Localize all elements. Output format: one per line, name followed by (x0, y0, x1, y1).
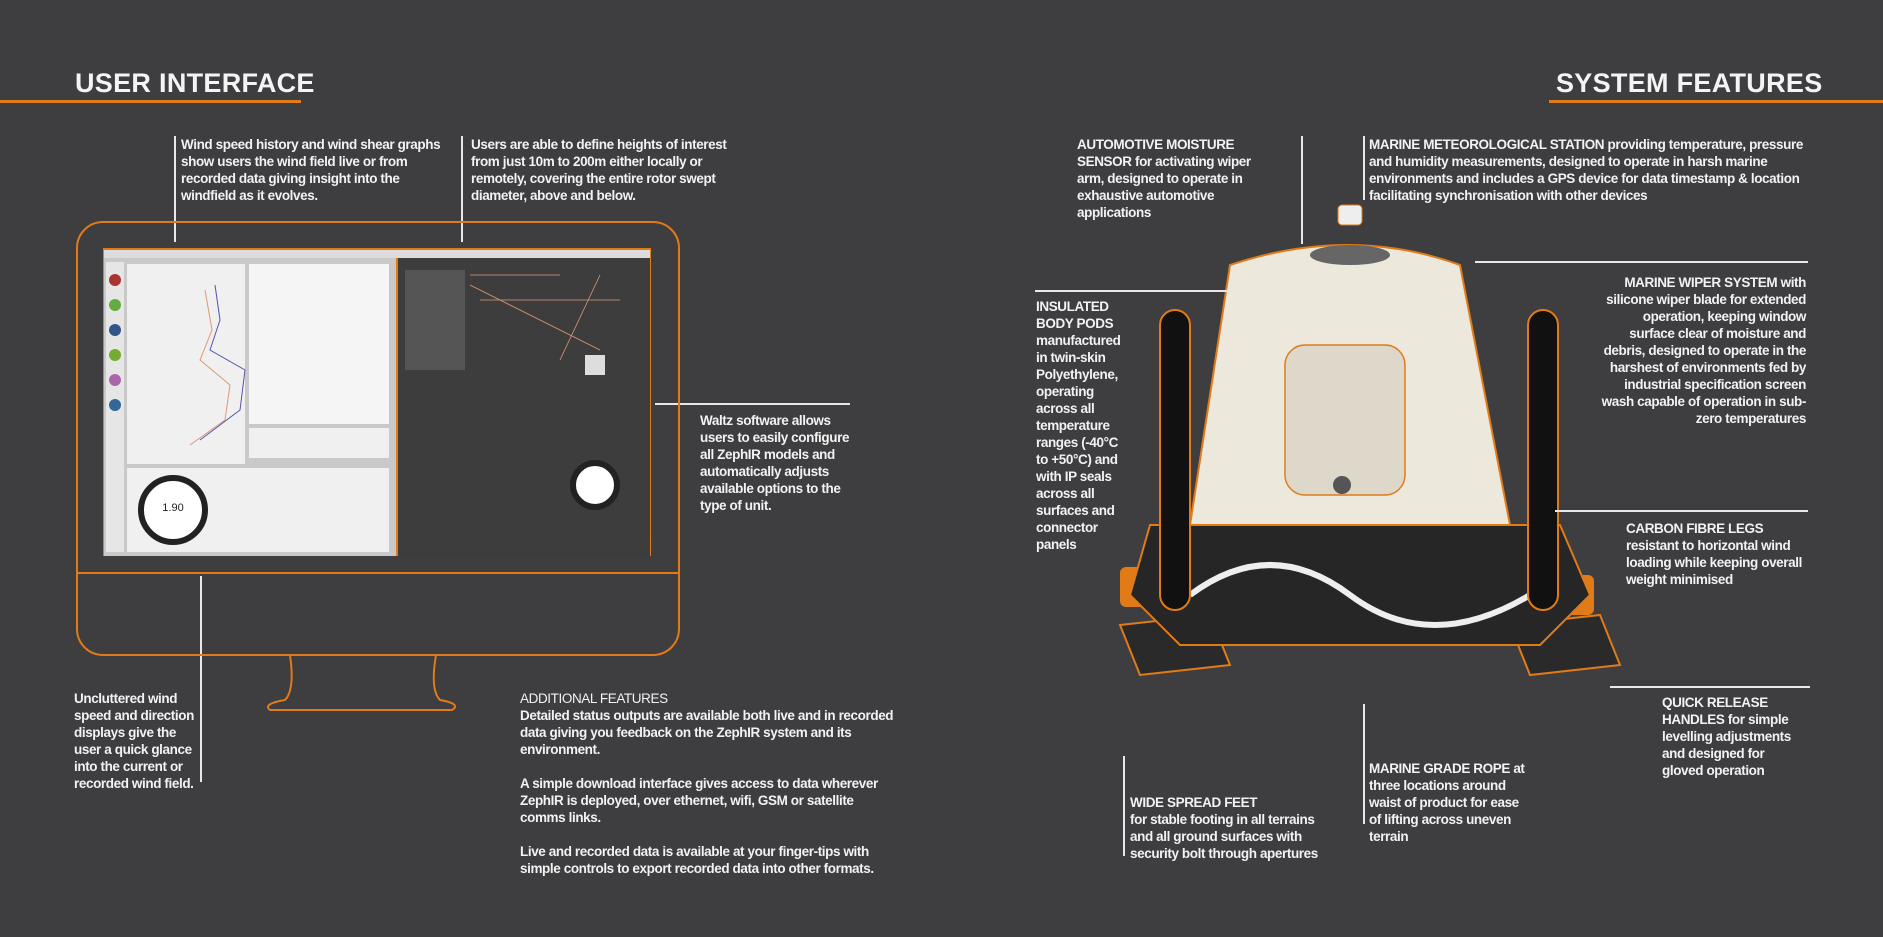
callout-line (1363, 704, 1365, 824)
feature-title: MARINE METEOROLOGICAL STATION (1369, 137, 1605, 152)
callout-line (1475, 261, 1808, 263)
feature-title: QUICK RELEASE HANDLES (1662, 695, 1768, 727)
carbon-legs-text: CARBON FIBRE LEGS resistant to horizontal… (1626, 520, 1811, 588)
callout-line (1301, 136, 1303, 244)
zephir-product-illustration (1118, 204, 1622, 677)
feature-text: at three locations around waist of produ… (1369, 761, 1525, 844)
callout-line (655, 403, 850, 405)
callout-line (1363, 136, 1365, 200)
moisture-sensor-text: AUTOMOTIVE MOISTURE SENSOR for activatin… (1077, 136, 1277, 221)
uncluttered-text: Uncluttered wind speed and direction dis… (74, 691, 194, 791)
quick-release-text: QUICK RELEASE HANDLES for simple levelli… (1662, 694, 1807, 779)
callout-line (1555, 510, 1808, 512)
spread-feet-text: WIDE SPREAD FEET for stable footing in al… (1130, 794, 1330, 862)
wiper-system-text: MARINE WIPER SYSTEM with silicone wiper … (1596, 274, 1807, 427)
wind-speed-dial-value: 1.90 (162, 502, 184, 514)
system-features-heading: SYSTEM FEATURES (1556, 68, 1823, 98)
additional-features-heading: ADDITIONAL FEATURES (520, 691, 668, 706)
callout-line (200, 576, 202, 782)
callout-line (461, 136, 463, 242)
marine-rope-text: MARINE GRADE ROPE at three locations aro… (1369, 760, 1534, 845)
feature-text: for activating wiper arm, designed to op… (1077, 154, 1251, 220)
waltz-text: Waltz software allows users to easily co… (700, 413, 850, 513)
heading-underline (0, 100, 301, 103)
feature-text: for simple levelling adjustments and des… (1662, 712, 1791, 778)
monitor-illustration (76, 221, 680, 711)
met-station-text: MARINE METEOROLOGICAL STATION providing … (1369, 136, 1809, 204)
callout-line (174, 136, 176, 242)
feature-title: WIDE SPREAD FEET (1130, 795, 1258, 810)
feature-text: providing temperature, pressure and humi… (1369, 137, 1803, 203)
user-interface-heading: USER INTERFACE (75, 68, 315, 98)
heights-text: Users are able to define heights of inte… (471, 137, 727, 203)
additional-paragraph: A simple download interface gives access… (520, 776, 878, 825)
feature-title: AUTOMOTIVE MOISTURE SENSOR (1077, 137, 1235, 169)
wind-history-text: Wind speed history and wind shear graphs… (181, 137, 441, 203)
callout-line (1123, 756, 1125, 856)
feature-text: manufactured in twin-skin Polyethylene, … (1036, 333, 1121, 552)
body-pods-text: INSULATED BODY PODS manufactured in twin… (1036, 298, 1131, 553)
feature-text: resistant to horizontal wind loading whi… (1626, 538, 1802, 587)
feature-title: MARINE GRADE ROPE (1369, 761, 1510, 776)
feature-text: for stable footing in all terrains and a… (1130, 812, 1318, 861)
feature-title: INSULATED BODY PODS (1036, 299, 1114, 331)
feature-text: with silicone wiper blade for extended o… (1601, 275, 1807, 426)
callout-line (1610, 686, 1810, 688)
feature-title: CARBON FIBRE LEGS (1626, 521, 1764, 536)
additional-features: ADDITIONAL FEATURES Detailed status outp… (520, 690, 900, 894)
heading-underline (1549, 100, 1883, 103)
additional-paragraph: Live and recorded data is available at y… (520, 844, 874, 876)
additional-paragraph: Detailed status outputs are available bo… (520, 708, 894, 757)
feature-title: MARINE WIPER SYSTEM (1624, 275, 1778, 290)
callout-line (1035, 290, 1240, 292)
